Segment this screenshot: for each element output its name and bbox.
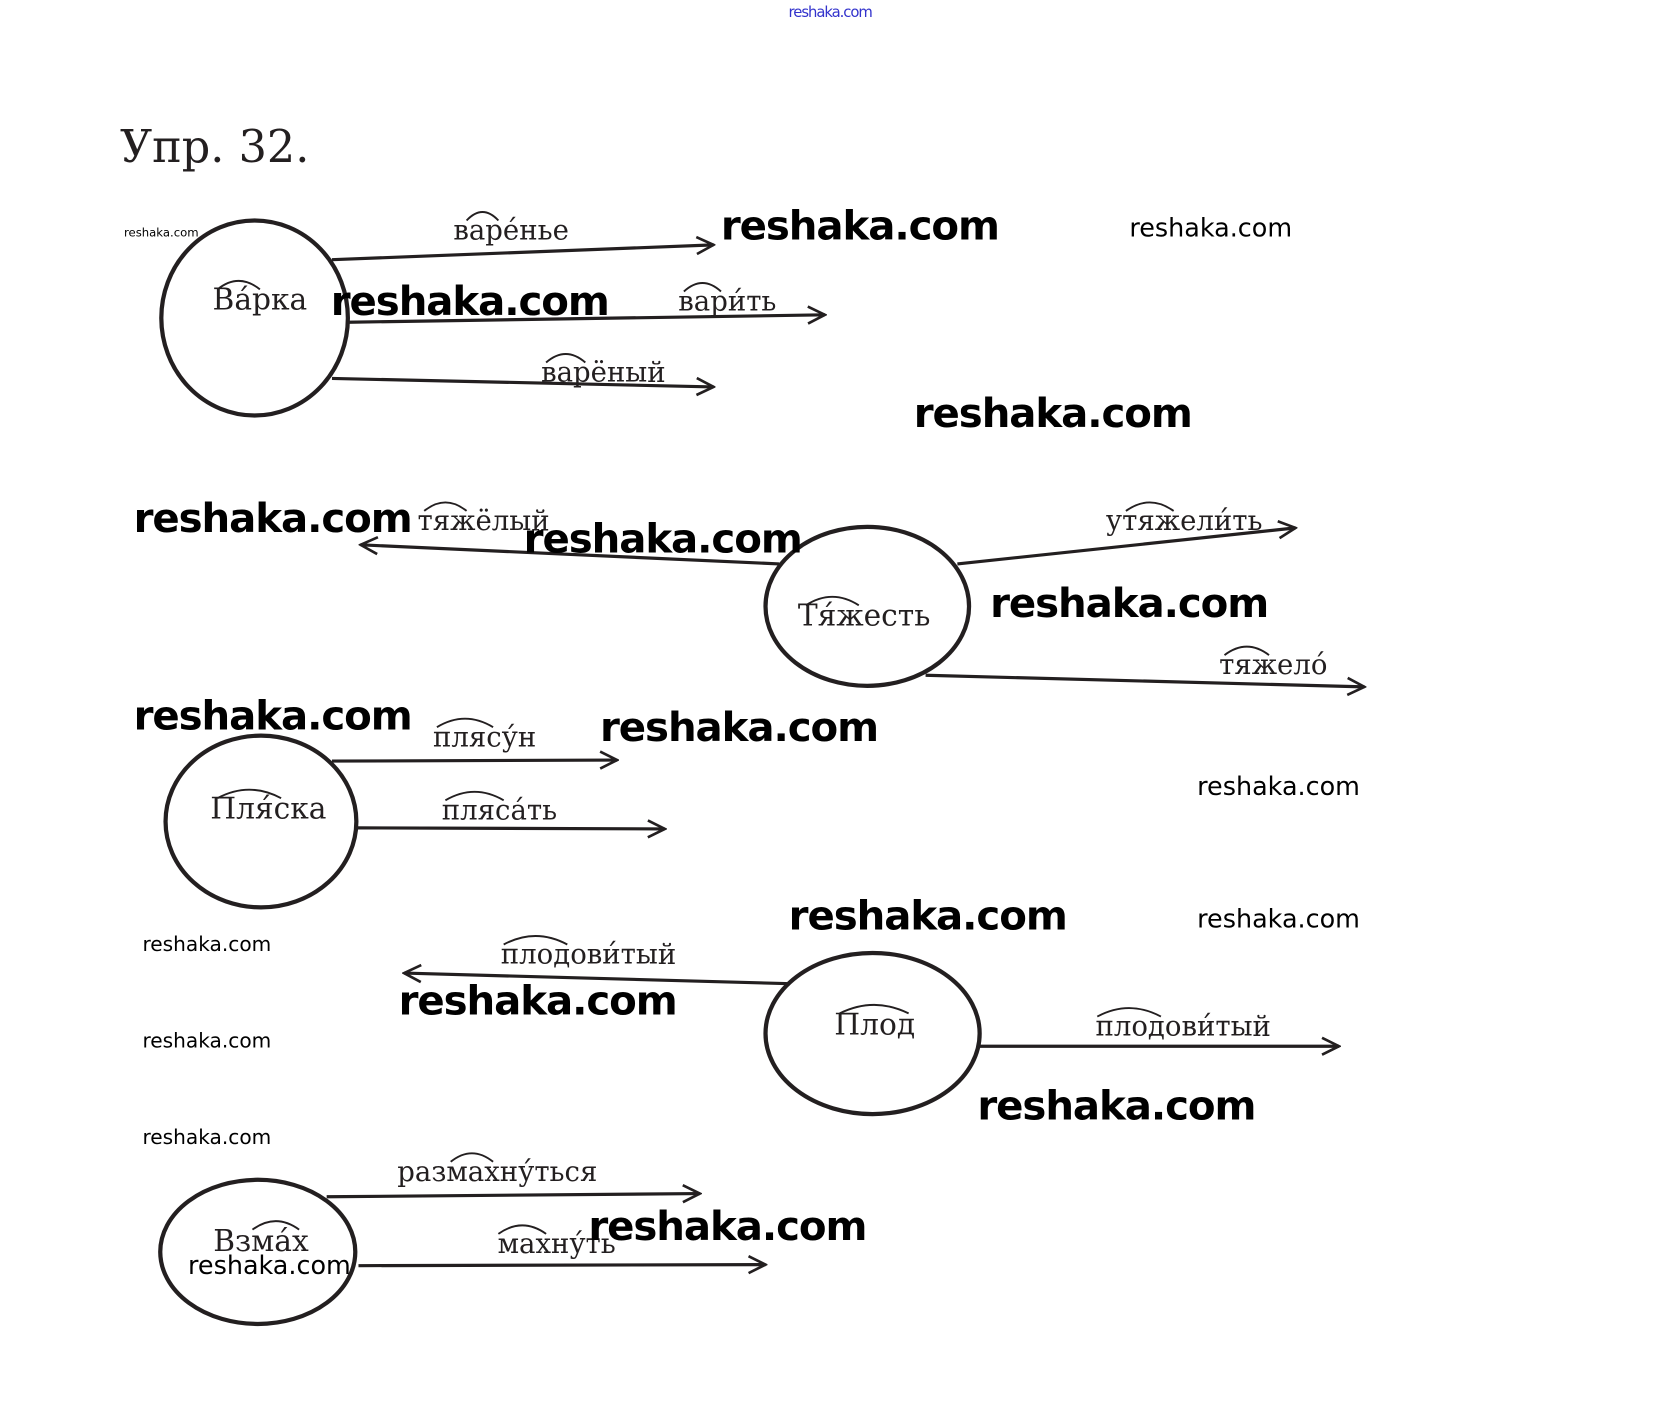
header-link[interactable]: reshaka.com xyxy=(789,4,874,21)
derivation-arrow xyxy=(925,673,1365,687)
derived-word: варе́нье xyxy=(453,215,569,247)
watermark-text: reshaka.com xyxy=(977,1083,1255,1129)
root-arc-mark xyxy=(497,1224,547,1235)
root-arc-mark xyxy=(503,935,568,946)
derivation-arrow xyxy=(358,1265,765,1266)
root-arc-mark xyxy=(805,595,860,607)
root-arc-mark xyxy=(1223,645,1270,656)
root-word: Взма́х xyxy=(213,1223,309,1258)
watermark-text: reshaka.com xyxy=(914,391,1192,437)
derivation-arrow xyxy=(957,528,1295,566)
derived-word: тяжело́ xyxy=(1219,649,1327,681)
root-arc-mark xyxy=(545,353,586,364)
watermark-text: reshaka.com xyxy=(588,1204,866,1250)
root-arc-mark xyxy=(839,1004,910,1015)
watermark-text: reshaka.com xyxy=(1197,904,1360,934)
root-word: Плод xyxy=(834,1007,915,1042)
node-group: Взма́х размахну́ться махну́ть xyxy=(158,1152,765,1327)
derivation-arrow xyxy=(326,1194,700,1197)
root-arc-mark xyxy=(436,717,494,728)
derivation-arrow xyxy=(331,376,714,386)
watermark-text: reshaka.com xyxy=(721,204,999,250)
watermark-text: reshaka.com xyxy=(142,932,271,956)
root-arc-mark xyxy=(444,790,505,802)
node-circle xyxy=(158,1177,358,1327)
node-group: Пля́ска плясу́н пляса́ть xyxy=(163,717,665,910)
watermark-text: reshaka.com xyxy=(524,516,802,562)
derivation-arrow xyxy=(404,973,790,986)
node-circle xyxy=(163,733,359,910)
derived-word: пляса́ть xyxy=(442,794,557,826)
derivation-arrow xyxy=(331,760,617,761)
derivation-arrow xyxy=(356,828,664,829)
root-arc-mark xyxy=(423,501,468,512)
derived-word: махну́ть xyxy=(498,1228,616,1260)
node-group: Тя́жесть тяжёлый утяжели́ть тяжело́ xyxy=(361,501,1365,688)
watermark-text: reshaka.com xyxy=(188,1250,351,1280)
derived-word: плясу́н xyxy=(433,721,536,753)
node-group: Плод плодови́тый плодови́тый xyxy=(404,935,1339,1117)
root-word: Тя́жесть xyxy=(798,597,931,632)
watermark-text: reshaka.com xyxy=(134,496,412,542)
root-arc-mark xyxy=(216,279,261,291)
derived-word: варёный xyxy=(541,357,666,389)
watermark-text: reshaka.com xyxy=(142,1125,271,1149)
derived-word: размахну́ться xyxy=(397,1156,597,1188)
watermark-text: reshaka.com xyxy=(990,581,1268,627)
root-arc-mark xyxy=(217,788,282,800)
derived-word: тяжёлый xyxy=(418,505,550,537)
watermark-text: reshaka.com xyxy=(142,1028,271,1052)
watermark-text: reshaka.com xyxy=(399,978,677,1024)
derivation-arrow xyxy=(361,545,780,566)
watermark-text: reshaka.com xyxy=(600,705,878,751)
root-arc-mark xyxy=(1096,1007,1162,1018)
derived-word: вари́ть xyxy=(678,286,776,318)
exercise-title: Упр. 32. xyxy=(120,122,309,173)
root-arc-mark xyxy=(1125,501,1175,512)
root-word: Ва́рка xyxy=(213,282,308,317)
watermark-text: reshaka.com xyxy=(1129,212,1292,242)
node-circle xyxy=(763,524,972,688)
root-arc-mark xyxy=(251,1220,300,1231)
root-arc-mark xyxy=(465,211,500,222)
root-arc-mark xyxy=(450,1152,494,1163)
watermark-text: reshaka.com xyxy=(134,693,412,739)
derivation-arrow xyxy=(331,245,714,262)
watermark-text: reshaka.com xyxy=(1197,771,1360,801)
root-arc-mark xyxy=(683,282,722,293)
watermark-text: reshaka.com xyxy=(789,894,1067,940)
node-group: Ва́рка варе́нье вари́ть варёный xyxy=(159,211,825,418)
watermark-text: reshaka.com xyxy=(124,225,199,239)
derived-word: плодови́тый xyxy=(1095,1011,1270,1043)
derived-word: утяжели́ть xyxy=(1106,505,1263,537)
derivation-arrow xyxy=(347,315,825,322)
node-circle xyxy=(763,950,982,1117)
derived-word: плодови́тый xyxy=(501,939,676,971)
watermark-text: reshaka.com xyxy=(331,279,609,325)
root-word: Пля́ска xyxy=(210,790,326,825)
node-circle xyxy=(159,218,350,418)
